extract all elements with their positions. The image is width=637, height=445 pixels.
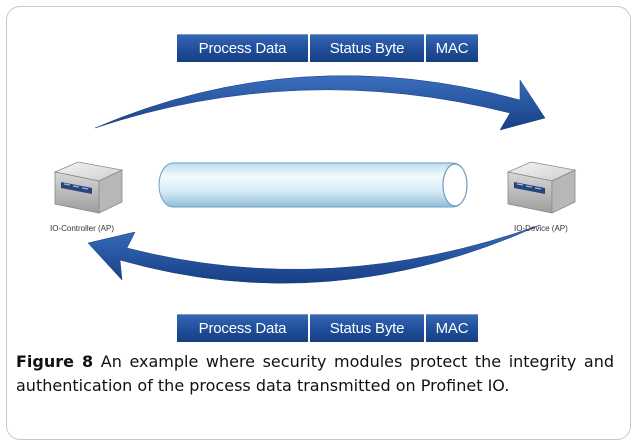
top-process-data-cell: Process Data [177,34,308,62]
bottom-status-byte-cell: Status Byte [310,314,424,342]
arrow-to-controller [87,224,541,284]
top-frame-bar: Process Data Status Byte MAC [177,34,478,62]
caption-label: Figure 8 [16,352,94,371]
io-device-label: IO-Device (AP) [514,224,568,233]
top-mac-cell: MAC [426,34,478,62]
top-status-byte-cell: Status Byte [310,34,424,62]
bottom-process-data-cell: Process Data [177,314,308,342]
arrow-to-device [94,75,546,131]
caption-text: An example where security modules protec… [16,352,614,395]
figure-caption: Figure 8 An example where security modul… [16,350,614,398]
io-controller-label: IO-Controller (AP) [50,224,115,233]
bottom-mac-cell: MAC [426,314,478,342]
network-pipe [158,162,468,208]
bottom-frame-bar: Process Data Status Byte MAC [177,314,478,342]
io-controller-icon [53,161,124,214]
io-device-icon [506,161,577,214]
